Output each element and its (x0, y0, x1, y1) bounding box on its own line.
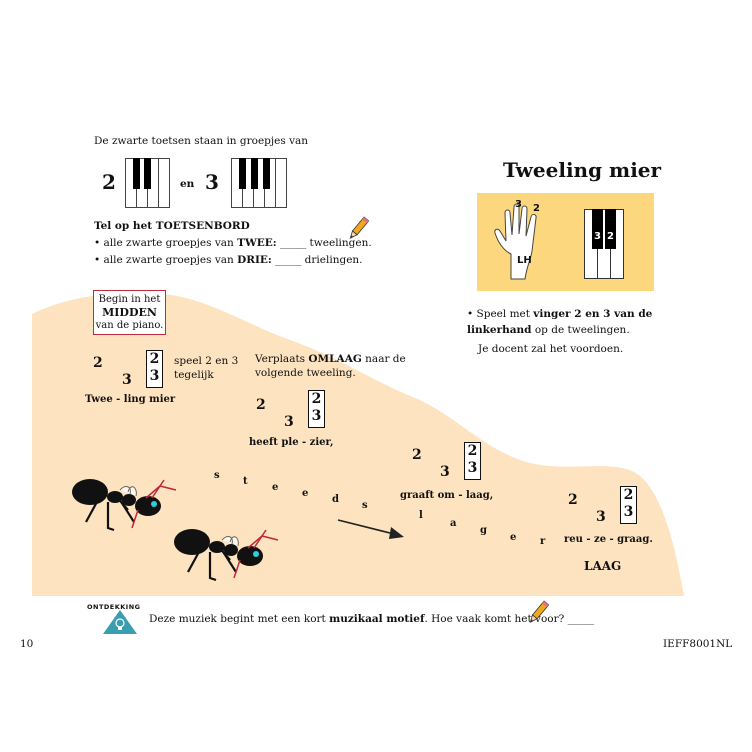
note-3: 3 (122, 372, 132, 388)
chord-top: 2 (467, 443, 478, 459)
chord-top: 2 (623, 487, 634, 503)
intro-sentence: De zwarte toetsen staan in groepjes van (94, 135, 309, 147)
lager-letter: a (450, 518, 457, 529)
note-3: 3 (440, 464, 450, 480)
lyric-line-2: heeft ple - zier, (249, 437, 334, 448)
three-black-keys-diagram (231, 158, 287, 208)
lightbulb-icon (103, 610, 137, 634)
finger-2-label: 2 (533, 203, 540, 214)
panel-instruction: • Speel met vinger 2 en 3 van de linkerh… (467, 308, 653, 336)
chord-bottom: 3 (623, 504, 634, 520)
steeds-letter: e (272, 482, 279, 493)
lyric-line-1: Twee - ling mier (85, 394, 176, 405)
chord-box: 2 3 (620, 486, 637, 524)
play-together-note: speel 2 en 3 tegelijk (174, 355, 239, 381)
pencil-icon (349, 216, 370, 239)
chord-box: 2 3 (308, 390, 325, 428)
hand-label: LH (517, 255, 532, 266)
start-line-1: Begin in het (98, 294, 161, 305)
lager-letter: l (419, 510, 423, 521)
chord-top: 2 (149, 351, 160, 367)
group-three-number: 3 (205, 170, 219, 194)
lyric-line-3: graaft om - laag, (400, 490, 494, 501)
page-number: 10 (20, 638, 34, 650)
start-line-2: MIDDEN (102, 306, 157, 319)
panel-title: Tweeling mier (503, 158, 662, 182)
chord-bottom: 3 (311, 408, 322, 424)
chord-bottom: 3 (467, 460, 478, 476)
panel-keys-diagram: 3 2 (584, 209, 624, 279)
chord-box: 2 3 (146, 350, 163, 388)
pencil-icon (529, 600, 550, 623)
key-3-label: 3 (592, 209, 603, 249)
steeds-letter: t (243, 476, 248, 487)
panel-teacher-note: Je docent zal het voordoen. (478, 343, 624, 355)
move-down-instruction: Verplaats OMLAAG naar de volgende tweeli… (255, 353, 406, 379)
hand-icon (494, 203, 537, 280)
two-black-keys-diagram (125, 158, 170, 208)
start-line-3: van de piano. (95, 320, 164, 331)
count-line-two: • alle zwarte groepjes van TWEE: _____ t… (94, 237, 372, 249)
chord-bottom: 3 (149, 368, 160, 384)
ant-icon (174, 529, 279, 582)
note-2: 2 (412, 447, 422, 463)
key-2-label: 2 (605, 209, 616, 249)
steeds-letter: d (332, 494, 339, 505)
lager-letter: e (510, 532, 517, 543)
steeds-letter: e (302, 488, 309, 499)
note-2: 2 (256, 397, 266, 413)
note-3: 3 (596, 509, 606, 525)
discovery-text: Deze muziek begint met een kort muzikaal… (149, 613, 594, 625)
chord-top: 2 (311, 391, 322, 407)
and-word: en (180, 178, 195, 190)
steeds-letter: s (362, 500, 368, 511)
count-heading: Tel op het TOETSENBORD (94, 220, 250, 232)
lyric-line-4: reu - ze - graag. (564, 534, 653, 545)
steeds-letter: s (214, 470, 220, 481)
lager-letter: g (480, 525, 487, 536)
discovery-badge-label: ONTDEKKING (87, 603, 141, 611)
ant-icon (72, 479, 177, 532)
note-2: 2 (93, 355, 103, 371)
catalog-code: IEFF8001NL (663, 638, 733, 650)
group-two-number: 2 (102, 170, 116, 194)
note-3: 3 (284, 414, 294, 430)
hand-panel: 3 2 LH 3 2 (477, 193, 654, 291)
count-line-three: • alle zwarte groepjes van DRIE: _____ d… (94, 254, 363, 266)
lager-letter: r (540, 536, 546, 547)
laag-word: LAAG (584, 559, 622, 573)
chord-box: 2 3 (464, 442, 481, 480)
start-box: Begin in het MIDDEN van de piano. (93, 290, 166, 335)
finger-3-label: 3 (515, 199, 522, 210)
arrow-icon (337, 519, 404, 539)
note-2: 2 (568, 492, 578, 508)
